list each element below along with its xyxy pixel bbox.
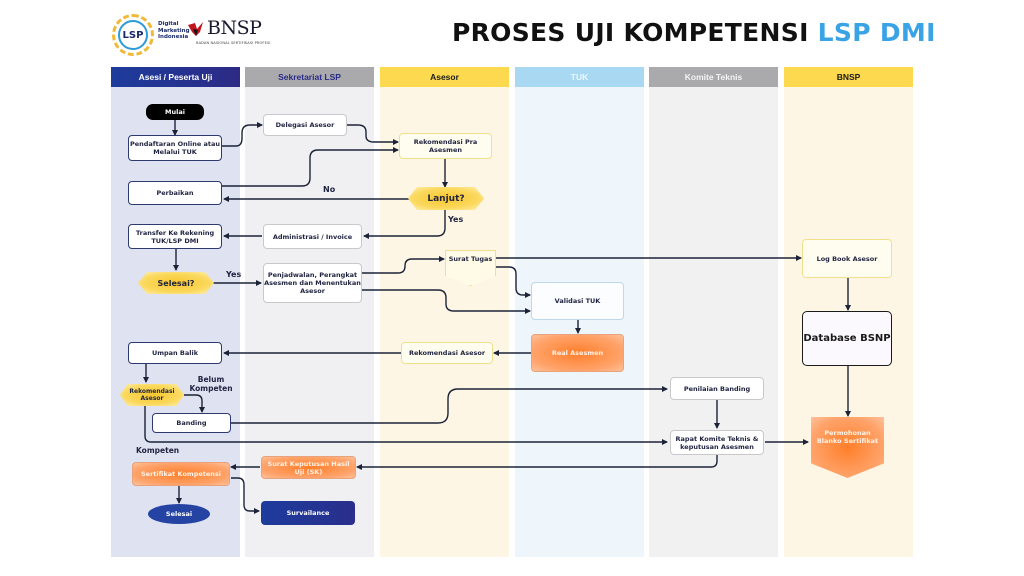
node-pendaftaran[interactable]: Pendaftaran Online atau Melalui TUK xyxy=(128,135,222,161)
lane-body-komite xyxy=(649,87,778,557)
node-penjadwalan[interactable]: Penjadwalan, Perangkat Asesmen dan Menen… xyxy=(263,263,362,303)
lsp-logo: LSP xyxy=(112,14,154,56)
bnsp-logo: BNSP xyxy=(207,17,262,39)
lsp-logo-sub-line: Indonesia xyxy=(158,34,189,40)
bnsp-logo-subtitle: BADAN NASIONAL SERTIFIKASI PROFESI xyxy=(196,41,271,45)
lane-header-asesor: Asesor xyxy=(380,67,509,87)
node-rapat-komite[interactable]: Rapat Komite Teknis & keputusan Asesmen xyxy=(670,430,764,455)
lane-header-sekretariat: Sekretariat LSP xyxy=(245,67,374,87)
lsp-logo-text: LSP xyxy=(118,20,148,50)
lane-header-tuk: TUK xyxy=(515,67,644,87)
node-sertifikat-kompetensi[interactable]: Sertifikat Kompetensi xyxy=(132,462,230,486)
node-transfer[interactable]: Transfer Ke Rekening TUK/LSP DMI xyxy=(128,224,222,249)
node-permohonan-blanko[interactable]: Permohonan Blanko Sertifikat xyxy=(811,417,884,478)
bnsp-garuda-icon xyxy=(188,22,203,36)
edge-label-yes-lanjut: Yes xyxy=(448,215,464,224)
title-main: PROSES UJI KOMPETENSI xyxy=(452,18,818,47)
start-node-mulai[interactable]: Mulai xyxy=(146,104,204,120)
node-validasi-tuk[interactable]: Validasi TUK xyxy=(531,282,624,320)
node-database-bnsp[interactable]: Database BSNP xyxy=(802,311,892,366)
node-rekomendasi-asesor[interactable]: Rekomendasi Asesor xyxy=(401,342,493,364)
lane-sekretariat: Sekretariat LSP xyxy=(245,67,374,557)
lane-body-tuk xyxy=(515,87,644,557)
lane-header-komite: Komite Teknis xyxy=(649,67,778,87)
node-perbaikan[interactable]: Perbaikan xyxy=(128,181,222,205)
lane-body-sekretariat xyxy=(245,87,374,557)
node-log-book-asesor[interactable]: Log Book Asesor xyxy=(802,239,892,278)
edge-label-kompeten: Kompeten xyxy=(136,446,180,455)
node-administrasi-invoice[interactable]: Administrasi / Invoice xyxy=(263,224,362,249)
lane-komite: Komite Teknis xyxy=(649,67,778,557)
node-penilaian-banding[interactable]: Penilaian Banding xyxy=(670,377,764,400)
edge-label-no: No xyxy=(323,185,336,194)
decision-selesai[interactable]: Selesai? xyxy=(138,272,214,294)
node-banding[interactable]: Banding xyxy=(152,413,231,433)
decision-lanjut[interactable]: Lanjut? xyxy=(408,187,484,210)
node-umpan-balik[interactable]: Umpan Balik xyxy=(128,342,222,364)
node-real-asesmen[interactable]: Real Asesmen xyxy=(531,334,624,372)
edge-label-yes-selesai: Yes xyxy=(226,270,242,279)
lane-header-asesi: Asesi / Peserta Uji xyxy=(111,67,240,87)
title-accent: LSP DMI xyxy=(817,18,936,47)
node-survailance[interactable]: Survailance xyxy=(261,501,355,525)
node-delegasi-asesor[interactable]: Delegasi Asesor xyxy=(263,114,347,136)
lsp-logo-sub-line: Digital xyxy=(158,21,179,27)
edge-label-belum-kompeten: Belum Kompeten xyxy=(189,375,233,393)
node-rekomendasi-pra-asesmen[interactable]: Rekomendasi Pra Asesmen xyxy=(399,133,492,159)
lsp-logo-sub-line: Marketing xyxy=(158,27,190,34)
node-surat-keputusan[interactable]: Surat Keputusan Hasil Uji (SK) xyxy=(261,456,356,479)
lsp-logo-subtitle: Digital Marketing Indonesia xyxy=(158,21,198,41)
decision-rekomendasi-asesor[interactable]: Rekomendasi Asesor xyxy=(120,384,184,406)
page-title: PROSES UJI KOMPETENSI LSP DMI xyxy=(452,18,936,47)
lane-tuk: TUK xyxy=(515,67,644,557)
end-node-selesai[interactable]: Selesai xyxy=(148,504,210,524)
lane-header-bnsp: BNSP xyxy=(784,67,913,87)
